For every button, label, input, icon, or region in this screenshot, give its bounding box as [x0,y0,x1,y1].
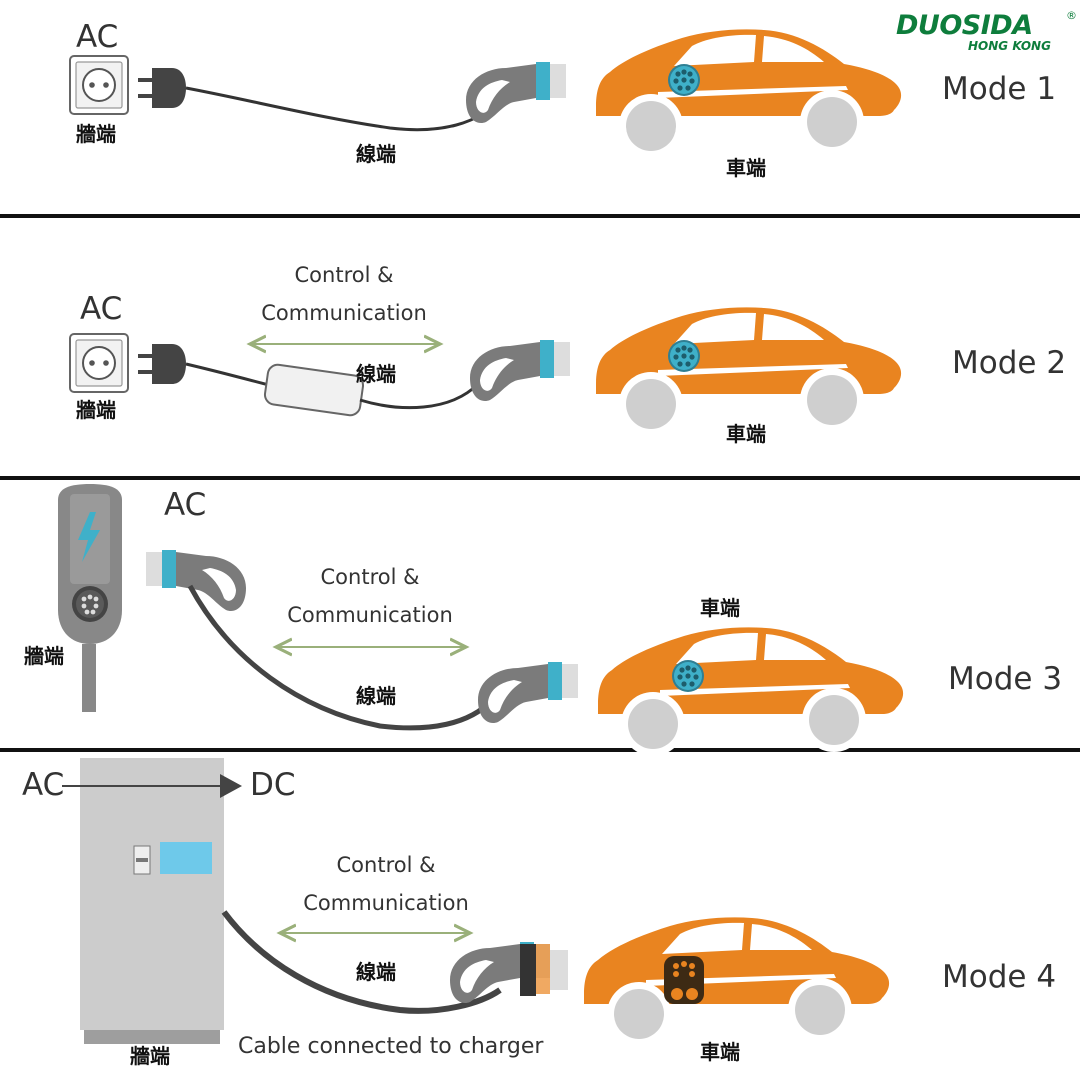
cable-caption: Cable connected to charger [238,1034,544,1059]
dc-connector-icon [450,942,568,1004]
brand-region: HONG KONG [968,39,1051,53]
ac-label: AC [22,767,65,803]
ac-label: AC [76,19,119,55]
control-line-1: Control & [336,853,436,877]
control-box-icon [263,363,365,417]
car-icon [584,917,890,1046]
plug-icon [138,344,186,384]
inlet-icon [668,64,700,96]
mode-label: Mode 1 [942,71,1057,107]
wall-label: 牆端 [76,122,116,146]
registered-mark: ® [1066,9,1077,22]
cable-label: 線端 [356,684,396,708]
lightning-icon [78,512,100,562]
wall-socket-icon [69,333,129,393]
ac-label: AC [164,487,207,523]
brand-logo: DUOSIDA [896,10,1033,41]
divider-1 [0,214,1080,218]
control-label: Control & Communication [250,558,490,634]
wallbox-icon [58,484,122,712]
wall-label: 牆端 [24,644,64,668]
vehicle-label: 車端 [700,1040,740,1064]
control-label: Control & Communication [224,256,464,332]
cable-label: 線端 [356,142,396,166]
dc-label: DC [250,767,296,803]
ccs-inlet-icon [664,956,704,1004]
mode-label: Mode 3 [948,661,1063,697]
plug-icon [138,68,186,108]
vehicle-label: 車端 [726,156,766,180]
divider-2 [0,476,1080,480]
connector-icon [470,340,570,402]
control-line-1: Control & [294,263,394,287]
control-line-2: Communication [303,891,469,915]
connector-icon [146,550,246,612]
car-icon [596,29,902,158]
connector-icon [478,662,578,724]
wall-label: 牆端 [76,398,116,422]
control-line-1: Control & [320,565,420,589]
inlet-icon [668,340,700,372]
wall-socket-icon [69,55,129,115]
connector-icon [466,62,566,124]
divider-3 [0,748,1080,752]
vehicle-label: 車端 [726,422,766,446]
ac-label: AC [80,291,123,327]
wall-label: 牆端 [130,1044,170,1068]
dc-charger-icon [80,758,224,1044]
car-icon [598,627,904,756]
car-icon [596,307,902,436]
mode-label: Mode 2 [952,345,1067,381]
control-line-2: Communication [287,603,453,627]
vehicle-label: 車端 [700,596,740,620]
control-label: Control & Communication [266,846,506,922]
inlet-icon [672,660,704,692]
control-line-2: Communication [261,301,427,325]
cable-label: 線端 [356,960,396,984]
mode-label: Mode 4 [942,959,1057,995]
cable-label: 線端 [356,362,396,386]
